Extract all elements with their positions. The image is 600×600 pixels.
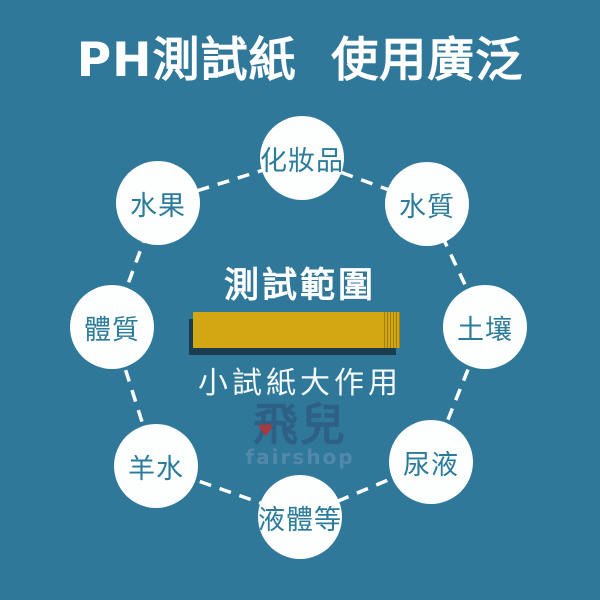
- category-circle-fruit: 水果: [116, 161, 200, 245]
- category-circle-water-quality: 水質: [385, 162, 469, 246]
- test-strip-graphic: [193, 312, 400, 348]
- category-label: 羊水: [128, 453, 184, 485]
- category-circle-cosmetics: 化妝品: [260, 116, 344, 200]
- category-label: 水果: [130, 190, 186, 222]
- category-circle-body-constitution: 體質: [70, 285, 154, 369]
- category-circle-urine: 尿液: [389, 420, 473, 504]
- center-heading: 測試範圍: [223, 266, 376, 306]
- center-caption: 小試紙大作用: [198, 366, 402, 401]
- category-circle-soil: 土壤: [443, 285, 527, 369]
- category-label: 水質: [399, 191, 455, 223]
- category-label: 體質: [84, 314, 140, 346]
- page-title: PH測試紙 使用廣泛: [76, 33, 524, 88]
- category-label: 液體等: [258, 504, 342, 536]
- category-circle-liquids: 液體等: [258, 475, 342, 559]
- category-circle-amniotic-fluid: 羊水: [114, 424, 198, 508]
- category-label: 土壤: [457, 314, 513, 346]
- category-label: 化妝品: [260, 145, 344, 177]
- category-label: 尿液: [403, 449, 459, 481]
